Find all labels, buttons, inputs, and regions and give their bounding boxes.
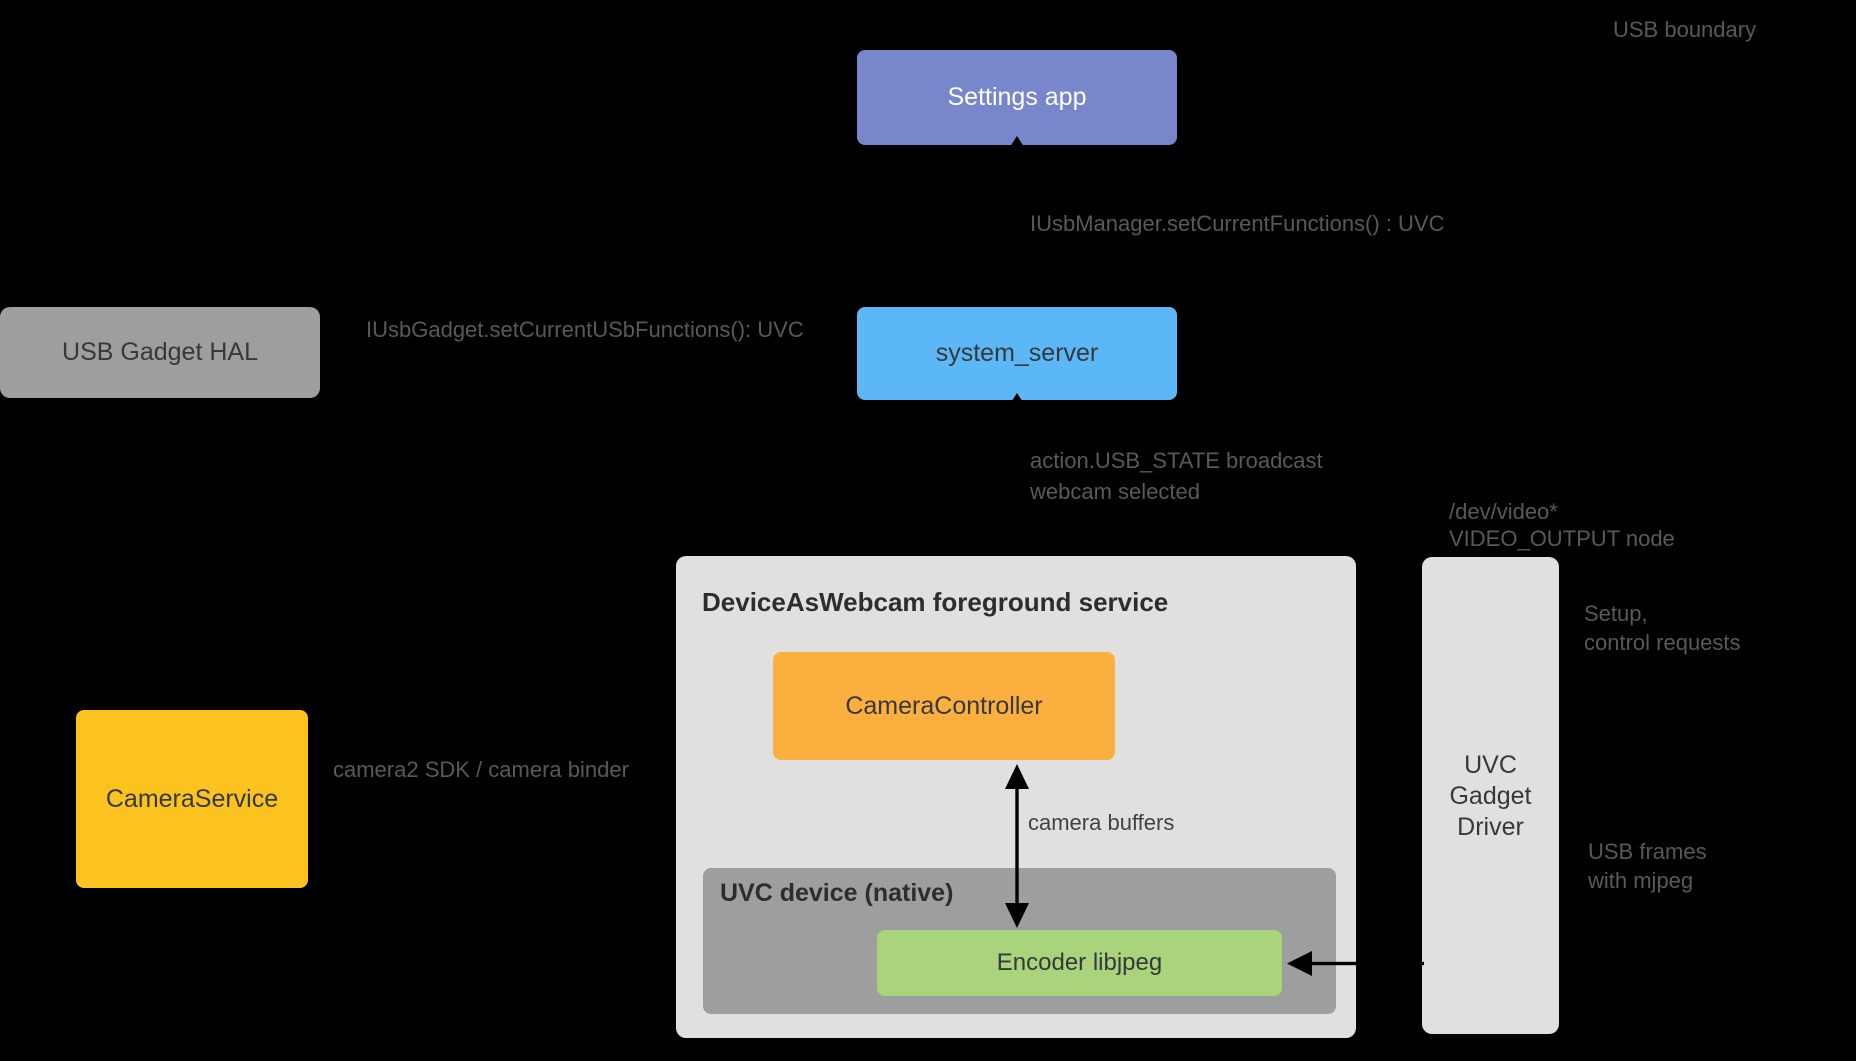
- uvc-gadget-driver-line3: Driver: [1457, 813, 1524, 841]
- usb-boundary-label: USB boundary: [1613, 17, 1757, 42]
- camera-controller-node: CameraController: [773, 652, 1115, 760]
- usb-frames-label: USB frames with mjpeg: [1588, 837, 1707, 895]
- system-server-label: system_server: [935, 339, 1099, 367]
- usb-state-line1: action.USB_STATE broadcast: [1030, 448, 1323, 473]
- iusbgadget-call-label: IUsbGadget.setCurrentUSbFunctions(): UVC: [366, 317, 804, 342]
- encoder-libjpeg-label: Encoder libjpeg: [996, 949, 1163, 976]
- camera-service-label: CameraService: [105, 784, 279, 813]
- setup-control-line1: Setup,: [1584, 601, 1648, 626]
- iusbmanager-call-label: IUsbManager.setCurrentFunctions() : UVC: [1030, 211, 1445, 236]
- camera-controller-label: CameraController: [845, 691, 1043, 720]
- usb-state-label: action.USB_STATE broadcast webcam select…: [1030, 445, 1323, 507]
- uvc-gadget-driver-line1: UVC: [1464, 751, 1517, 779]
- uvc-gadget-driver-label: UVC Gadget Driver: [1422, 750, 1559, 843]
- settings-app-node: Settings app: [857, 50, 1177, 145]
- dev-video-line1: /dev/video*: [1449, 499, 1558, 524]
- camera2-sdk-label: camera2 SDK / camera binder: [333, 757, 629, 782]
- settings-app-label: Settings app: [947, 83, 1087, 111]
- setup-control-line2: control requests: [1584, 630, 1741, 655]
- uvc-device-native-title: UVC device (native): [720, 879, 954, 907]
- usb-gadget-hal-node: USB Gadget HAL: [0, 307, 320, 398]
- uvc-gadget-driver-node: [1422, 557, 1559, 1034]
- dev-video-line2: VIDEO_OUTPUT node: [1449, 526, 1675, 551]
- uvc-gadget-driver-line2: Gadget: [1449, 782, 1532, 810]
- usb-frames-line1: USB frames: [1588, 839, 1707, 864]
- camera-service-node: CameraService: [76, 710, 308, 888]
- camera-buffers-label: camera buffers: [1028, 810, 1175, 835]
- setup-control-label: Setup, control requests: [1584, 599, 1741, 657]
- dev-video-label: /dev/video* VIDEO_OUTPUT node: [1449, 498, 1675, 552]
- usb-gadget-hal-label: USB Gadget HAL: [62, 338, 258, 366]
- encoder-libjpeg-node: Encoder libjpeg: [877, 930, 1282, 996]
- system-server-node: system_server: [857, 307, 1177, 400]
- usb-state-line2: webcam selected: [1030, 479, 1200, 504]
- device-as-webcam-title: DeviceAsWebcam foreground service: [702, 587, 1169, 617]
- usb-frames-line2: with mjpeg: [1588, 868, 1694, 893]
